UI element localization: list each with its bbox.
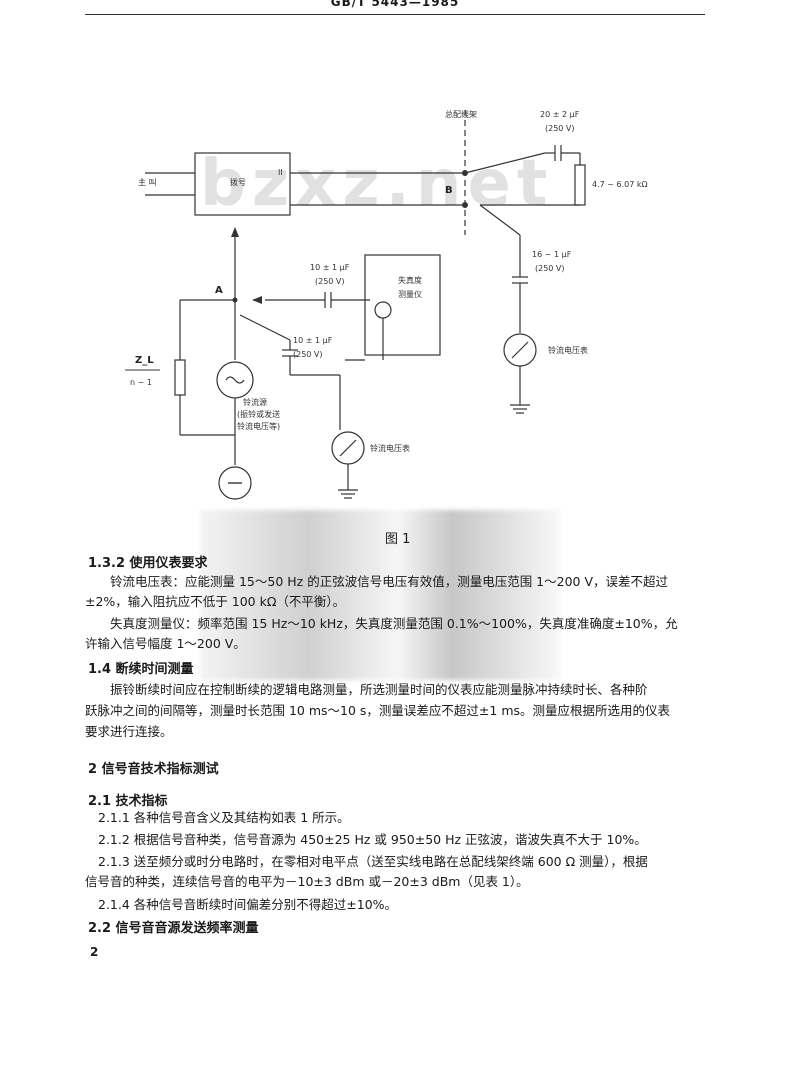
- section-2-title: 2 信号音技术指标测试: [88, 762, 219, 777]
- page-number: 2: [90, 945, 99, 959]
- paragraph: 许输入信号幅度 1～200 V。: [85, 636, 246, 651]
- label-main-frame: 总配线架: [445, 109, 477, 119]
- label-cap-top-v: (250 V): [545, 124, 575, 133]
- label-cap-low-val: 10 ± 1 μF: [293, 336, 333, 345]
- label-right-meter: 铃流电压表: [548, 345, 588, 355]
- label-bottom-meter: 铃流电压表: [370, 443, 410, 453]
- label-cap-low-v: (250 V): [293, 350, 323, 359]
- paragraph: ±2%，输入阻抗应不低于 100 kΩ（不平衡）。: [85, 594, 346, 609]
- label-ii: II: [278, 168, 283, 177]
- label-zl-bottom: n − 1: [130, 378, 152, 387]
- label-cap-right-v: (250 V): [535, 264, 565, 273]
- label-generator-1: 铃流源: [243, 397, 267, 407]
- paragraph: 跃脉冲之间的间隔等，测量时长范围 10 ms～10 s，测量误差应不超过±1 m…: [85, 703, 671, 718]
- label-generator-3: 铃流电压等): [237, 421, 280, 431]
- section-2-2-title: 2.2 信号音音源发送频率测量: [88, 921, 259, 936]
- label-zl-top: Z_L: [135, 355, 154, 366]
- clause-2-1-3: 2.1.3 送至频分或时分电路时，在零相对电平点（送至实线电路在总配线架终端 6…: [98, 854, 648, 869]
- clause-2-1-1: 2.1.1 各种信号音含义及其结构如表 1 所示。: [98, 810, 350, 825]
- scan-artifact: [200, 510, 560, 680]
- paragraph: 铃流电压表：应能测量 15～50 Hz 的正弦波信号电压有效值，测量电压范围 1…: [110, 574, 669, 589]
- section-1-3-2-title: 1.3.2 使用仪表要求: [88, 556, 208, 571]
- paragraph: 振铃断续时间应在控制断续的逻辑电路测量，所选测量时间的仪表应能测量脉冲持续时长、…: [110, 682, 648, 697]
- section-2-1-title: 2.1 技术指标: [88, 794, 168, 809]
- label-generator-2: (振铃或发送: [237, 409, 280, 419]
- watermark: bzxz.net: [200, 147, 553, 221]
- label-cap-mid-val: 10 ± 1 μF: [310, 263, 350, 272]
- circuit-diagram: bzxz.net: [125, 109, 648, 500]
- paragraph: 失真度测量仪：频率范围 15 Hz～10 kHz，失真度测量范围 0.1%～10…: [110, 616, 678, 631]
- figure-caption: 图 1: [385, 532, 411, 547]
- label-distortion-meter-1: 失真度: [398, 275, 422, 285]
- paragraph: 信号音的种类，连续信号音的电平为－10±3 dBm 或－20±3 dBm（见表 …: [85, 874, 529, 889]
- label-caller: 主 叫: [138, 177, 157, 187]
- clause-2-1-4: 2.1.4 各种信号音断续时间偏差分别不得超过±10%。: [98, 897, 398, 912]
- label-dial-box: 拨号: [230, 177, 246, 187]
- label-cap-mid-v: (250 V): [315, 277, 345, 286]
- label-node-b: B: [445, 185, 453, 196]
- label-cap-top-val: 20 ± 2 μF: [540, 110, 580, 119]
- label-cap-right-val: 16 ~ 1 μF: [532, 250, 572, 259]
- label-resistor-val: 4.7 ~ 6.07 kΩ: [592, 180, 648, 189]
- label-distortion-meter-2: 测量仪: [398, 290, 422, 299]
- page-header: GB/T 5443—1985: [85, 0, 705, 15]
- standard-code: GB/T 5443—1985: [330, 0, 460, 9]
- circuit-figure: bzxz.net: [100, 95, 700, 515]
- label-node-a: A: [215, 285, 223, 296]
- paragraph: 要求进行连接。: [85, 724, 173, 739]
- clause-2-1-2: 2.1.2 根据信号音种类，信号音源为 450±25 Hz 或 950±50 H…: [98, 832, 647, 847]
- section-1-4-title: 1.4 断续时间测量: [88, 662, 194, 677]
